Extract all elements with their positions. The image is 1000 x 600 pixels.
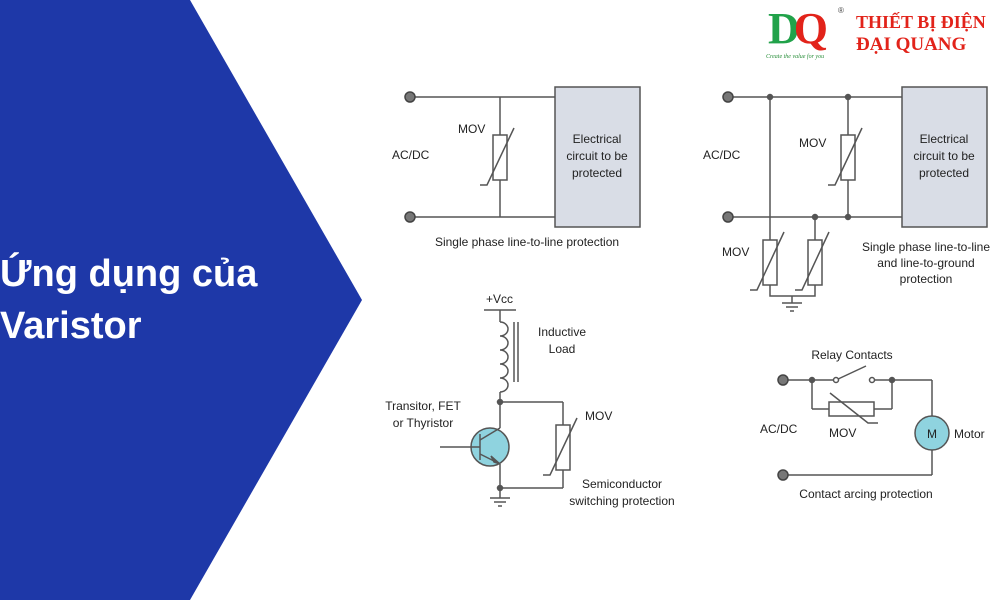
box-text-1: Electrical [920,132,969,146]
caption-3: protection [900,272,953,286]
switch-label-2: or Thyristor [393,416,453,430]
caption-2: switching protection [569,494,674,508]
protected-circuit-box [554,86,641,228]
motor-label: Motor [954,427,985,441]
source-label: AC/DC [760,422,798,436]
load-label-2: Load [549,342,576,356]
terminal-bottom [722,211,734,223]
relay-label: Relay Contacts [811,348,892,362]
mov-diagonal [480,127,515,186]
vcc-label: +Vcc [486,292,513,306]
hero-title: Ứng dụng của Varistor [0,248,257,352]
circuit-contact-arcing [777,365,950,481]
terminal-bottom [777,469,789,481]
logo-name-line1: THIẾT BỊ ĐIỆN [856,12,986,32]
motor-symbol-label: M [927,427,937,441]
protected-circuit-box [901,86,988,228]
caption-1: Semiconductor [582,477,662,491]
circuit-semiconductor-switching-labels: +Vcc Inductive Load Transitor, FET or Th… [385,292,674,508]
circuit-line-to-ground-labels: AC/DC MOV MOV Electrical circuit to be p… [703,132,990,286]
box-text-3: protected [572,166,622,180]
motor-symbol [914,415,950,451]
logo-mark-d: D [768,4,800,53]
box-text-1: Electrical [573,132,622,146]
terminal-top [777,374,789,386]
source-label: AC/DC [392,148,430,162]
load-label-1: Inductive [538,325,586,339]
box-text-3: protected [919,166,969,180]
caption-1: Single phase line-to-line [862,240,990,254]
mov-label: MOV [829,426,856,440]
terminal-top [722,91,734,103]
relay-contact-arm [835,365,867,381]
mov-symbol [828,401,875,417]
circuit-line-to-ground [722,86,988,312]
terminal-top [404,91,416,103]
inductor-coil [499,321,509,393]
logo-name-line2: ĐẠI QUANG [856,34,967,55]
terminal-bottom [404,211,416,223]
circuit-line-to-line [404,86,641,228]
hero-title-line2: Varistor [0,305,142,347]
circuit-contact-arcing-labels: Relay Contacts AC/DC MOV M Motor Contact… [760,348,985,501]
box-text-2: circuit to be [913,149,975,163]
source-label: AC/DC [703,148,741,162]
logo-slogan: Create the value for you [766,54,825,60]
logo-mark-q: Q [793,4,828,53]
circuit-semiconductor-switching [440,309,578,507]
circuit-line-to-line-labels: AC/DC MOV Electrical circuit to be prote… [392,122,628,249]
caption-2: and line-to-ground [877,256,974,270]
mov-label-top: MOV [799,136,826,150]
logo-mark: DQ [768,4,828,53]
hero-title-line1: Ứng dụng của [0,253,258,295]
caption: Single phase line-to-line protection [435,235,619,249]
switch-label-1: Transitor, FET [385,399,461,413]
mov-label: MOV [585,409,612,423]
brand-logo: DQ ® Create the value for you THIẾT BỊ Đ… [760,6,1000,66]
caption: Contact arcing protection [799,487,932,501]
box-text-2: circuit to be [566,149,628,163]
logo-registered-mark: ® [838,6,844,15]
mov-label-bottom: MOV [722,245,749,259]
hero-panel [0,0,362,600]
mov-label: MOV [458,122,485,136]
